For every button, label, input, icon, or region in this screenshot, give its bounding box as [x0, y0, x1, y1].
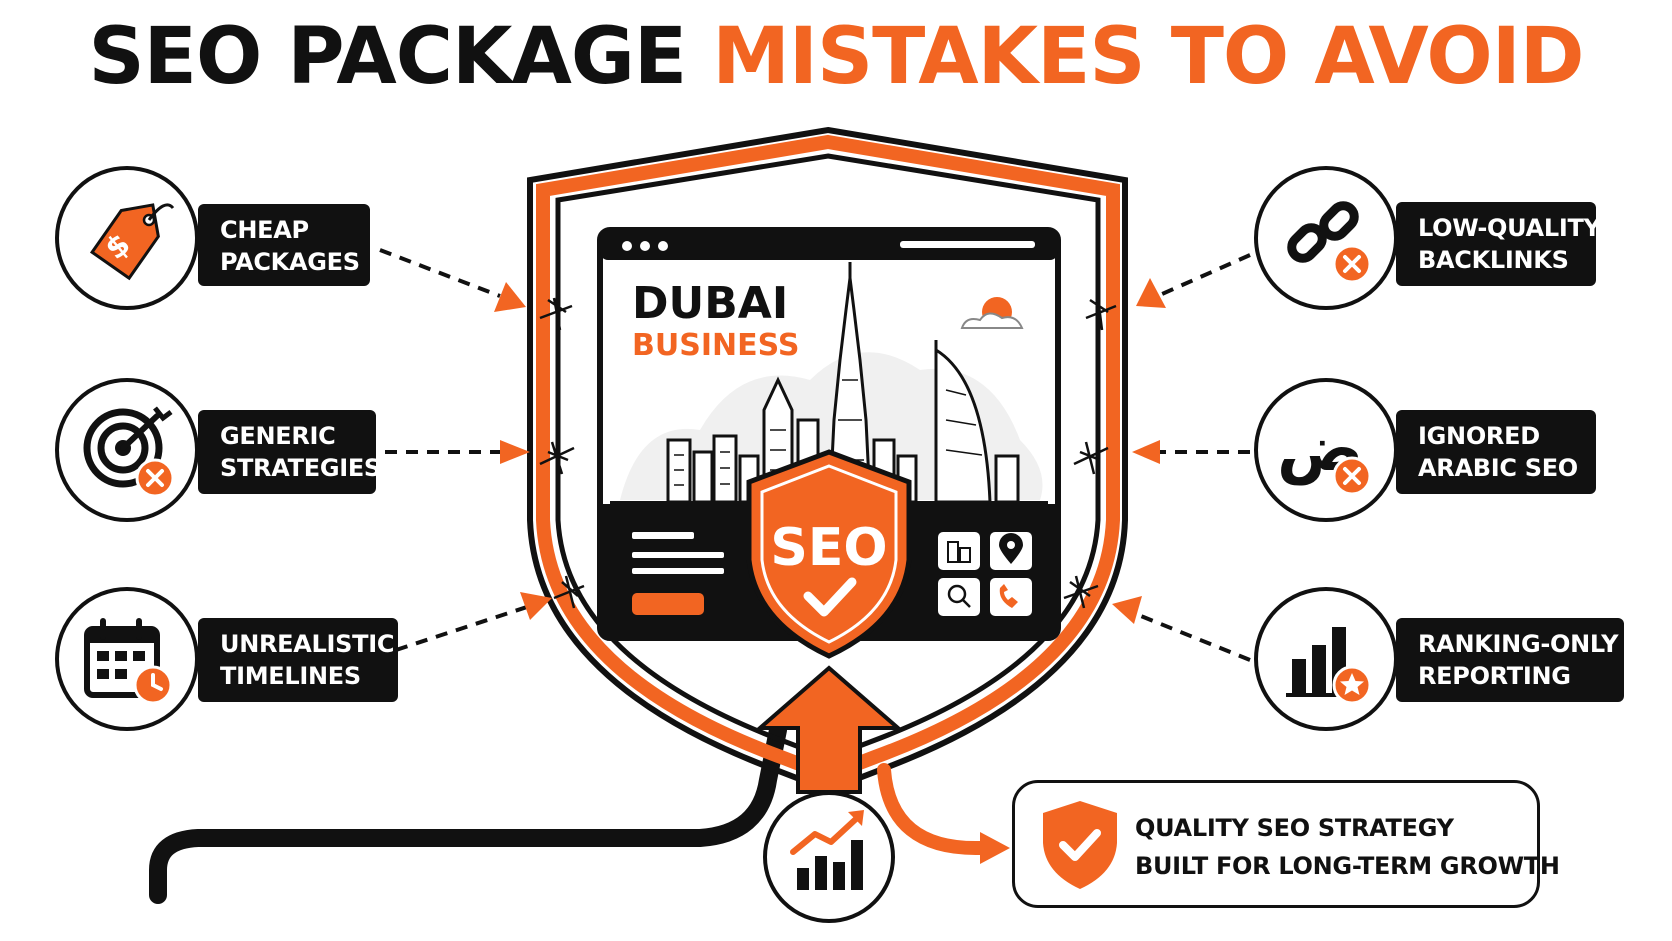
- title-part-orange: MISTAKES TO AVOID: [712, 12, 1584, 102]
- cta-button-shape: [632, 593, 704, 615]
- road-line: [149, 721, 787, 904]
- price-tag-icon: $: [89, 203, 175, 281]
- cloud-icon: [960, 312, 1024, 329]
- ignored-arabic-seo-icon-circle: ض: [1254, 378, 1398, 522]
- low-quality-backlinks-label: LOW-QUALITY BACKLINKS: [1396, 202, 1601, 286]
- label-line-2: ARABIC SEO: [1418, 454, 1578, 482]
- page-title: SEO PACKAGE MISTAKES TO AVOID: [0, 18, 1672, 96]
- curve-arrowhead: [980, 832, 1010, 864]
- label-line-2: TIMELINES: [220, 662, 361, 690]
- generic-strategies-label: GENERIC STRATEGIES: [198, 410, 381, 494]
- seo-shield-outer: [746, 449, 912, 659]
- window-dot-3: [658, 241, 668, 251]
- right-arrows: [1135, 253, 1251, 662]
- quality-strategy-box: QUALITY SEO STRATEGY BUILT FOR LONG-TERM…: [1012, 780, 1560, 908]
- window-dot-1: [622, 241, 632, 251]
- app-tiles: [938, 532, 1032, 616]
- seo-check-icon: [803, 577, 857, 617]
- bar-chart-star-icon: [1286, 627, 1372, 705]
- label-line-2: BACKLINKS: [1418, 246, 1569, 274]
- growth-chart-circle: [763, 791, 895, 923]
- ignored-arabic-seo-label: IGNORED ARABIC SEO: [1396, 410, 1596, 494]
- label-line-1: UNREALISTIC: [220, 630, 395, 658]
- label-line-1: IGNORED: [1418, 422, 1540, 450]
- browser-top-bar: [600, 230, 1058, 260]
- seo-shield-inner: [760, 464, 898, 644]
- building-icon: [947, 541, 971, 563]
- quality-line-2: BUILT FOR LONG-TERM GROWTH: [1135, 852, 1560, 880]
- label-line-2: REPORTING: [1418, 662, 1571, 690]
- low-quality-backlinks-icon-circle: [1254, 166, 1398, 310]
- content-line-3: [632, 568, 724, 574]
- broken-link-icon: [1287, 201, 1372, 284]
- shield-impact-marks: [539, 297, 1117, 609]
- phone-icon: [999, 584, 1018, 608]
- content-line-1: [632, 532, 694, 539]
- seo-badge-text: SEO: [770, 518, 887, 578]
- arabic-letter-icon: ض: [1277, 412, 1372, 496]
- address-bar: [900, 241, 1035, 248]
- brand-line-1: DUBAI: [632, 278, 788, 329]
- right-arrowheads: [1112, 278, 1166, 624]
- ranking-only-reporting-icon-circle: [1254, 587, 1398, 731]
- label-line-2: STRATEGIES: [220, 454, 381, 482]
- content-line-2: [632, 552, 724, 558]
- ranking-only-reporting-label: RANKING-ONLY REPORTING: [1396, 618, 1624, 702]
- label-line-1: CHEAP: [220, 216, 309, 244]
- unrealistic-timelines-label: UNREALISTIC TIMELINES: [198, 618, 398, 702]
- title-part-black: SEO PACKAGE: [88, 12, 687, 102]
- location-search-icon: [947, 584, 971, 608]
- label-line-2: PACKAGES: [220, 248, 360, 276]
- cheap-packages-icon-circle: $: [55, 166, 199, 310]
- left-arrows: [379, 248, 531, 652]
- cheap-packages-label: CHEAP PACKAGES: [198, 204, 370, 286]
- target-icon: [83, 406, 175, 498]
- growth-chart-icon: [790, 810, 864, 890]
- brand-line-2: BUSINESS: [632, 328, 799, 363]
- generic-strategies-icon-circle: [55, 378, 199, 522]
- unrealistic-timelines-icon-circle: [55, 587, 199, 731]
- quality-line-1: QUALITY SEO STRATEGY: [1135, 814, 1454, 842]
- label-line-1: LOW-QUALITY: [1418, 214, 1601, 242]
- curve-to-quality: [877, 763, 987, 856]
- quality-text: QUALITY SEO STRATEGY BUILT FOR LONG-TERM…: [1135, 809, 1560, 885]
- shield-check-icon: [1043, 801, 1117, 889]
- dubai-skyline: [666, 262, 1020, 504]
- label-line-1: RANKING-ONLY: [1418, 630, 1619, 658]
- left-arrowheads: [494, 282, 552, 620]
- label-line-1: GENERIC: [220, 422, 336, 450]
- window-dot-2: [640, 241, 650, 251]
- calendar-icon: [84, 618, 173, 705]
